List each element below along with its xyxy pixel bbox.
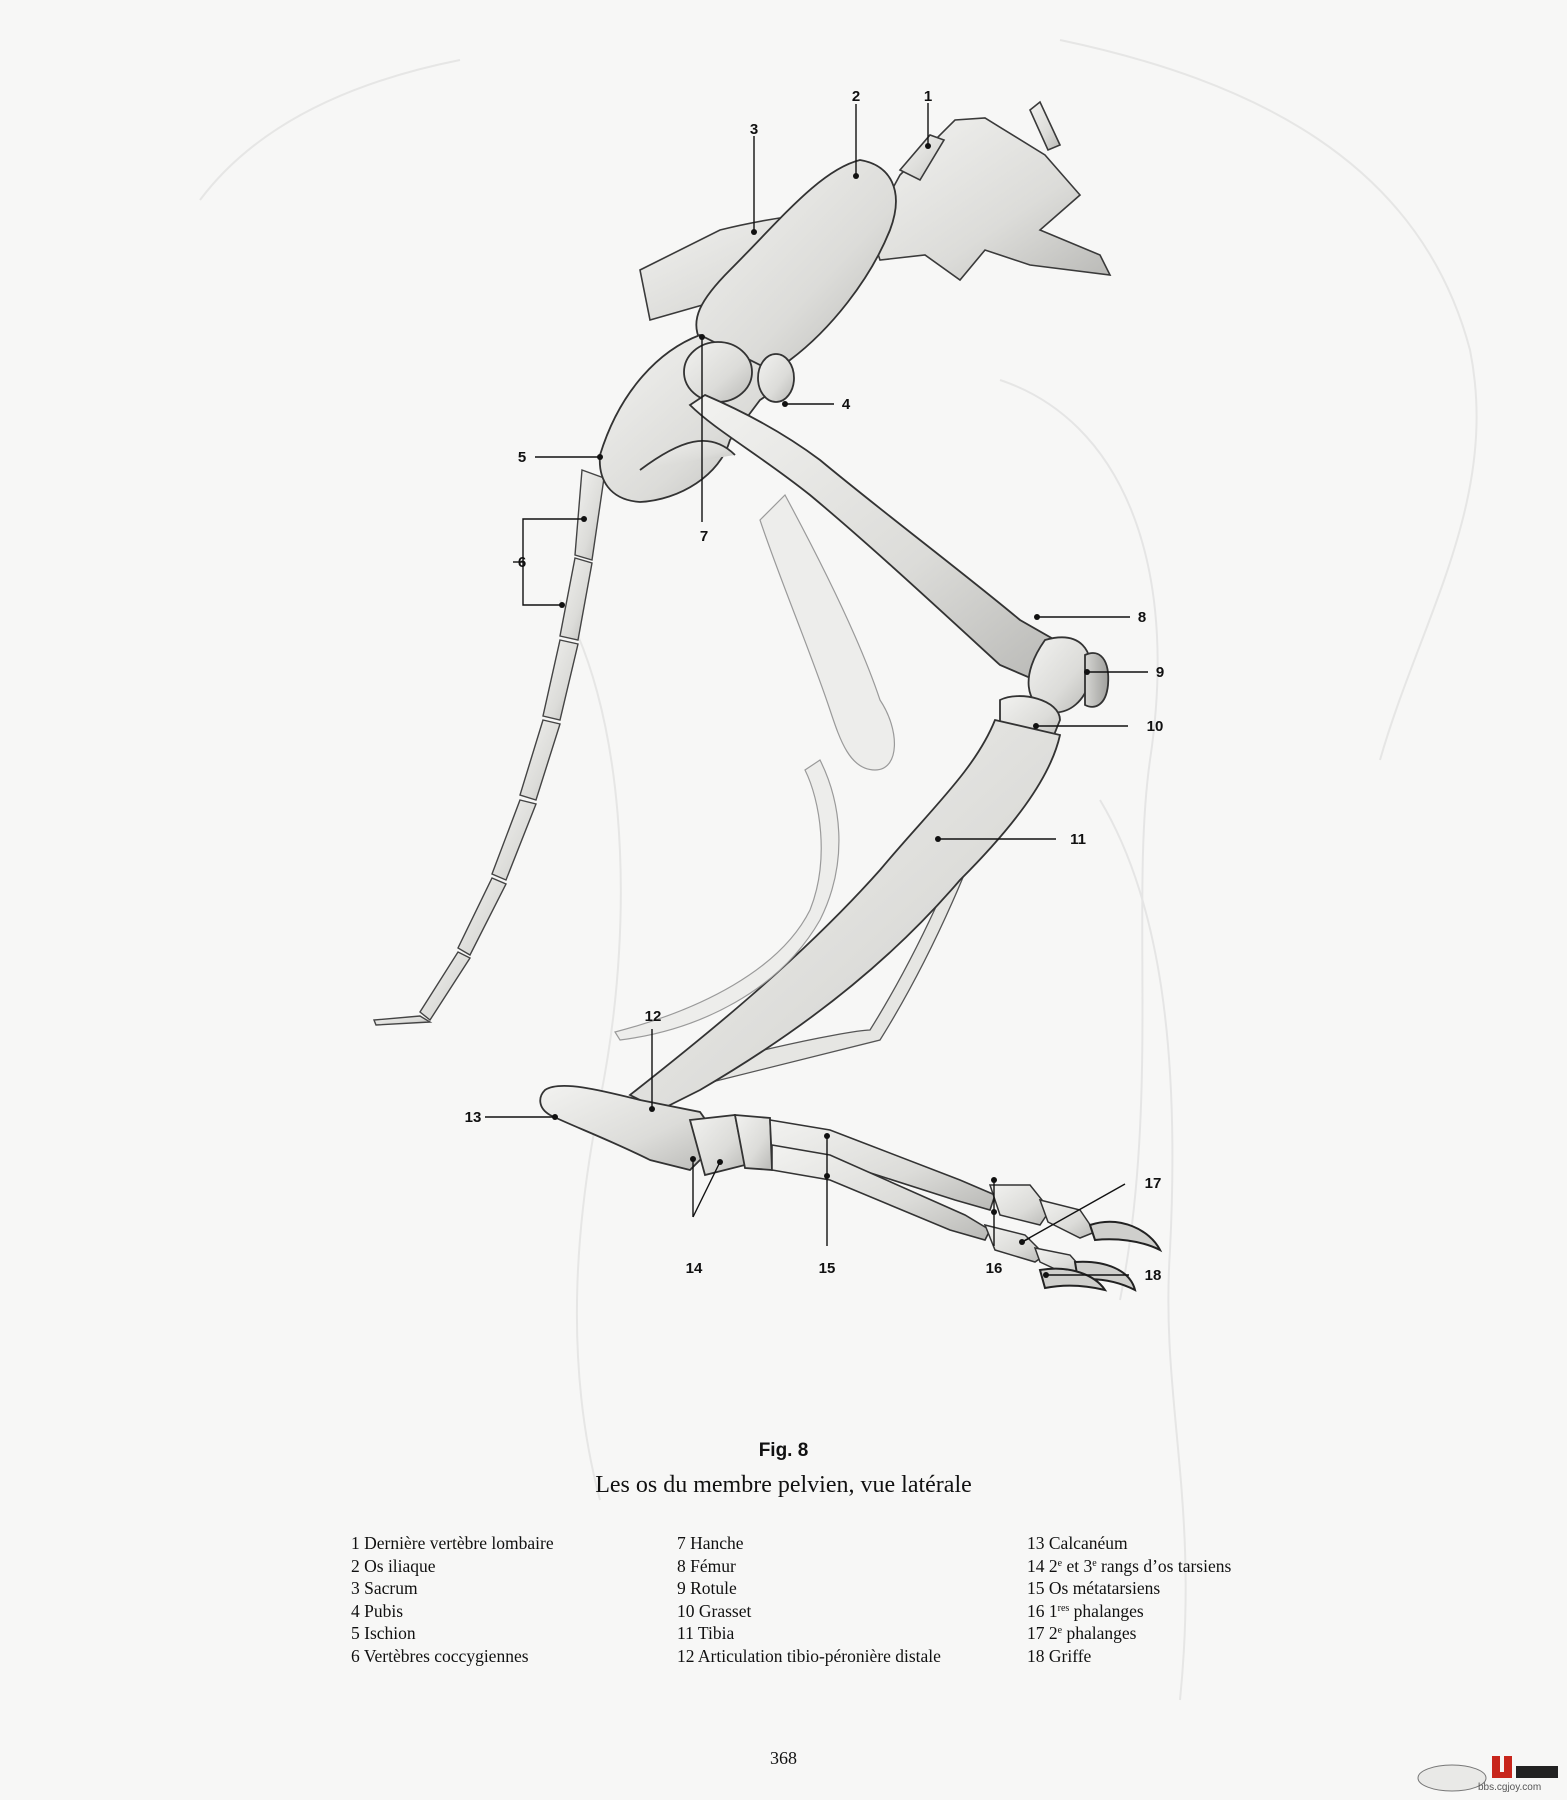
callout-18: 18 [1145, 1267, 1162, 1284]
callout-4: 4 [842, 396, 851, 413]
hanche [683, 341, 795, 403]
legend-item: 10 Grasset [677, 1600, 752, 1621]
callout-12: 12 [645, 1008, 662, 1025]
legend-item: 14 2e et 3e rangs d’os tarsiens [1027, 1555, 1232, 1576]
page-number: 368 [770, 1748, 797, 1768]
callout-5: 5 [518, 449, 526, 466]
legend-item: 13 Calcanéum [1027, 1533, 1128, 1553]
callout-6: 6 [518, 554, 526, 571]
claws [1038, 1220, 1163, 1292]
legend-item: 6 Vertèbres coccygiennes [351, 1645, 529, 1666]
legend-item: 11 Tibia [677, 1623, 735, 1644]
legend-item: 5 Ischion [351, 1623, 416, 1644]
legend-item: 7 Hanche [677, 1533, 744, 1553]
callout-8: 8 [1138, 609, 1146, 626]
legend-item: 2 Os iliaque [351, 1555, 436, 1576]
callout-10: 10 [1147, 718, 1164, 735]
contralateral-leg-faint [614, 494, 896, 1041]
legend-item: 1 Dernière vertèbre lombaire [351, 1533, 554, 1553]
callout-13: 13 [465, 1109, 482, 1126]
legend-item: 18 Griffe [1027, 1645, 1092, 1666]
callout-2: 2 [852, 88, 860, 105]
callout-3: 3 [750, 121, 758, 138]
legend-item: 15 Os métatarsiens [1027, 1578, 1161, 1599]
watermark-url: bbs.cgjoy.com [1478, 1782, 1542, 1793]
legend-item: 3 Sacrum [351, 1578, 418, 1599]
phalanges [983, 1184, 1097, 1277]
background-ghost-drawing [199, 39, 1478, 1701]
legend-item: 12 Articulation tibio-péronière distale [677, 1645, 941, 1666]
callout-16: 16 [986, 1260, 1003, 1277]
legend-item: 4 Pubis [351, 1600, 404, 1621]
metatarsals [769, 1119, 996, 1241]
calcaneum-and-tarsus [539, 1084, 773, 1177]
tibia [628, 718, 1062, 1112]
callout-7: 7 [700, 528, 708, 545]
legend-column-3: 13 Calcanéum 14 2e et 3e rangs d’os tars… [1027, 1532, 1231, 1668]
leader-dots [552, 143, 1090, 1278]
callout-15: 15 [819, 1260, 836, 1277]
leader-lines [485, 103, 1148, 1276]
callout-numbers: 1 2 3 4 5 6 7 8 9 10 11 12 13 14 15 16 1… [465, 88, 1165, 1284]
watermark-logo [1417, 1756, 1558, 1792]
callout-11: 11 [1070, 831, 1086, 848]
callout-14: 14 [686, 1260, 703, 1277]
femur [688, 393, 1057, 682]
callout-9: 9 [1156, 664, 1164, 681]
legend-item: 8 Fémur [677, 1555, 736, 1576]
legend-column-1: 1 Dernière vertèbre lombaire 2 Os iliaqu… [351, 1532, 554, 1668]
legend-item: 17 2e phalanges [1027, 1623, 1137, 1644]
callout-1: 1 [924, 88, 932, 105]
legend-item: 16 1res phalanges [1027, 1600, 1144, 1621]
coccygeal-vertebrae [372, 469, 605, 1026]
figure-title: Les os du membre pelvien, vue latérale [595, 1472, 972, 1498]
figure-number: Fig. 8 [758, 1440, 809, 1461]
callout-17: 17 [1145, 1175, 1162, 1192]
legend-item: 9 Rotule [677, 1578, 737, 1599]
legend-column-2: 7 Hanche 8 Fémur 9 Rotule 10 Grasset 11 … [677, 1532, 941, 1668]
